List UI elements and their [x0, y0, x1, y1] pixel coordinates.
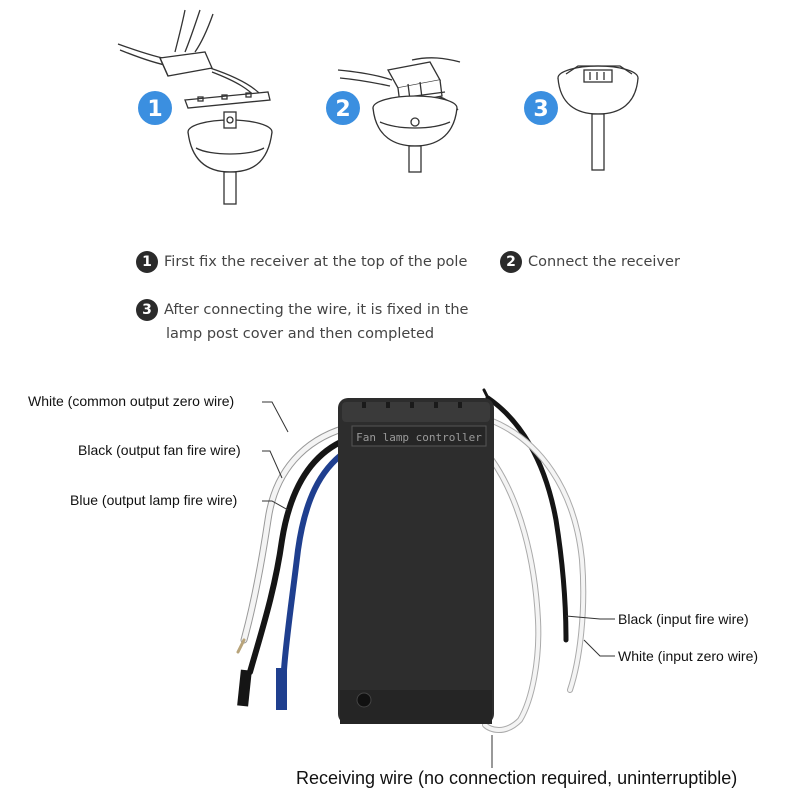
black-output-wire — [247, 437, 348, 675]
badge-2 — [326, 91, 360, 125]
label-blue-output-lamp: Blue (output lamp fire wire) — [70, 492, 238, 508]
right-wires — [482, 388, 587, 733]
step2-drawing — [337, 57, 461, 173]
controller-body: Fan lamp controller — [338, 398, 494, 724]
badge-3 — [524, 91, 558, 125]
step-3-number: 3 — [136, 299, 158, 321]
label-black-output-fan: Black (output fan fire wire) — [78, 442, 241, 458]
badge-2-number: 2 — [335, 97, 350, 122]
badge-3-number: 3 — [533, 97, 548, 122]
step-1-text: 1 First fix the receiver at the top of th… — [136, 250, 467, 274]
step-3-text: 3 After connecting the wire, it is fixed … — [136, 298, 468, 322]
label-white-common-output: White (common output zero wire) — [28, 393, 235, 409]
label-white-input-zero: White (input zero wire) — [618, 648, 759, 664]
step-1-number: 1 — [136, 251, 158, 273]
blue-output-wire — [281, 449, 348, 673]
controller-label: Fan lamp controller — [356, 431, 482, 444]
label-receiving-wire: Receiving wire (no connection required, … — [296, 768, 738, 788]
step-3-label-line1: After connecting the wire, it is fixed i… — [164, 302, 469, 318]
step-badges: 1 2 3 — [138, 91, 558, 125]
label-black-input-fire: Black (input fire wire) — [618, 611, 749, 627]
label-leader-lines — [262, 401, 615, 768]
step-2-label: Connect the receiver — [528, 254, 680, 270]
receiver-led — [356, 692, 372, 708]
badge-1-number: 1 — [147, 97, 162, 122]
step-3-text-line2: lamp post cover and then completed — [166, 322, 434, 346]
step3-drawing — [557, 65, 639, 171]
badge-1 — [138, 91, 172, 125]
step-2-number: 2 — [500, 251, 522, 273]
step-3-label-line2: lamp post cover and then completed — [166, 326, 435, 342]
step1-drawing — [117, 9, 273, 205]
step-2-text: 2 Connect the receiver — [500, 250, 680, 274]
black-input-wire — [485, 395, 569, 643]
left-wires — [236, 424, 349, 710]
step-1-label: First fix the receiver at the top of the… — [164, 254, 468, 270]
